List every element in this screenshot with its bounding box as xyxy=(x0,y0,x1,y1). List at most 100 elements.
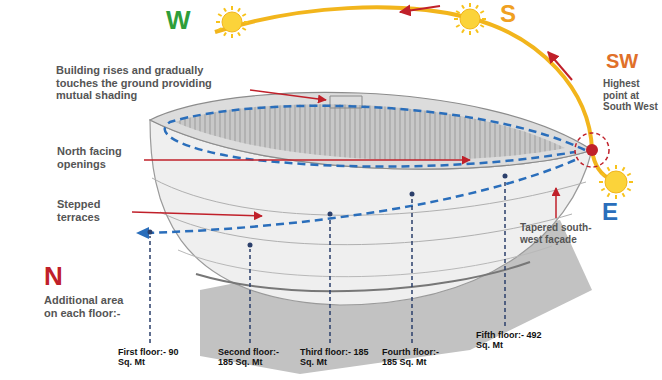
sun-ray xyxy=(242,14,245,16)
sun-disc xyxy=(605,171,627,193)
floor-leader-dot xyxy=(503,174,508,179)
terrace-step xyxy=(160,212,572,245)
roof-hatch-line xyxy=(485,80,486,180)
roof-hatch-line xyxy=(200,80,201,180)
roof-hatch-line xyxy=(490,80,491,180)
roof-hatch-line xyxy=(370,80,371,180)
sun-disc xyxy=(460,9,480,29)
sun-ray xyxy=(608,167,610,170)
callout-note: Building rises and gradually touches the… xyxy=(56,64,248,102)
roof-hatch-line xyxy=(525,80,526,180)
highest-point-ring xyxy=(575,133,609,167)
sun-ray xyxy=(480,25,483,27)
terrace-step xyxy=(152,178,586,215)
floor-leader xyxy=(248,243,253,344)
roof-hatch-line xyxy=(360,80,361,180)
sun-disc xyxy=(222,12,242,32)
sun-ray xyxy=(469,3,471,7)
roof-hatch-line xyxy=(220,80,221,180)
roof-hatch-line xyxy=(190,80,191,180)
sun-ray xyxy=(469,31,471,35)
roof-hatch-line xyxy=(280,80,281,180)
roof-hatch-line xyxy=(320,80,321,180)
roof-hatch-line xyxy=(380,80,381,180)
roof-hatch-line xyxy=(390,80,391,180)
compass-east: E xyxy=(602,198,632,226)
roof-hatch-line xyxy=(405,80,406,180)
compass-west: W xyxy=(166,6,206,36)
roof-hatch-line xyxy=(385,80,386,180)
roof-hatch-line xyxy=(240,80,241,180)
sun-ray xyxy=(238,8,240,11)
roof-hatch-line xyxy=(400,80,401,180)
floor-leaders xyxy=(148,174,508,344)
roof-hatch-line xyxy=(510,80,511,180)
sun-ray xyxy=(224,8,226,11)
sun-ray xyxy=(599,181,603,183)
floor-leader-line xyxy=(411,198,413,343)
compass-southwest: SW xyxy=(606,50,656,73)
roof-hatch-line xyxy=(185,80,186,180)
roof-hatch-line xyxy=(195,80,196,180)
roof-hatch-line xyxy=(425,80,426,180)
sun-ray xyxy=(456,25,459,27)
roof-hatch-line xyxy=(505,80,506,180)
sun-ray xyxy=(476,5,478,8)
sun-ray xyxy=(454,18,458,20)
floor-leader xyxy=(410,192,415,344)
roof-hatch-line xyxy=(515,80,516,180)
sun-icon xyxy=(599,165,633,199)
sun-ray xyxy=(476,29,478,32)
sun-icon xyxy=(454,3,486,35)
callout-note: Highest point at South West xyxy=(603,78,659,113)
sun-ray xyxy=(462,29,464,32)
sun-ray xyxy=(627,174,630,176)
callout-note: North facing openings xyxy=(57,145,142,170)
sun-ray xyxy=(480,11,483,13)
roof-hatch-line xyxy=(180,80,181,180)
airflow-loop xyxy=(165,106,585,167)
roof-hatching xyxy=(180,80,560,180)
floor-area-label: Third floor:- 185 Sq. Mt xyxy=(300,347,370,368)
roof-hatch-line xyxy=(260,80,261,180)
roof-hatch-line xyxy=(265,80,266,180)
roof-hatch-line xyxy=(550,80,551,180)
roof-hatch-line xyxy=(410,80,411,180)
roof-hatch-line xyxy=(545,80,546,180)
roof-hatch-line xyxy=(270,80,271,180)
floor-band xyxy=(196,262,530,291)
roof-hatch-line xyxy=(480,80,481,180)
floor-area-label: First floor:- 90 Sq. Mt xyxy=(118,347,180,368)
highest-point-dot xyxy=(586,144,598,156)
sun-ray xyxy=(218,14,221,16)
roof-hatch-line xyxy=(205,80,206,180)
roof-hatch-line xyxy=(310,80,311,180)
sun-ray xyxy=(231,34,233,38)
floor-leader xyxy=(148,230,153,344)
sun-path xyxy=(215,7,612,180)
roof-hatch-line xyxy=(465,80,466,180)
sun-ray xyxy=(608,193,610,196)
roof-hatch-line xyxy=(235,80,236,180)
floor-leader-line xyxy=(149,236,151,343)
floor-leader xyxy=(328,212,333,344)
sun-icon xyxy=(216,6,248,38)
roof-hatch-line xyxy=(555,80,556,180)
roof-hatch-line xyxy=(450,80,451,180)
sun-ray xyxy=(456,11,459,13)
sun-ray xyxy=(218,28,221,30)
roof-hatch-line xyxy=(495,80,496,180)
floor-leader xyxy=(503,174,508,327)
callout-note: Tapered south-west façade xyxy=(520,222,594,245)
roof-hatch-line xyxy=(215,80,216,180)
sun-ray xyxy=(462,5,464,8)
leader-line xyxy=(250,90,326,100)
roof-hatch-line xyxy=(535,80,536,180)
sun-ray xyxy=(231,6,233,10)
roof-hatch-line xyxy=(335,80,336,180)
sun-ray xyxy=(615,165,617,169)
floor-leader-line xyxy=(329,218,331,343)
compass-south: S xyxy=(500,0,530,28)
sun-ray xyxy=(242,28,245,30)
